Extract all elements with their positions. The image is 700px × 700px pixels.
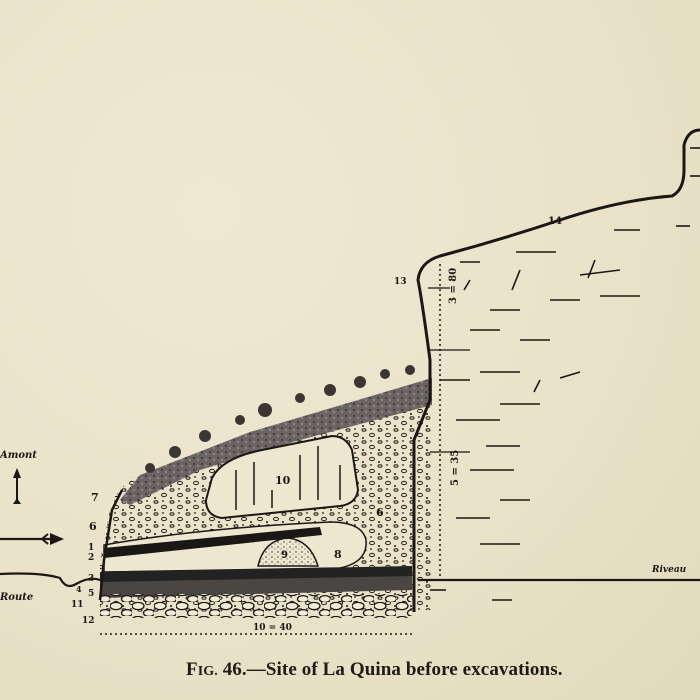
block-10-hatching: [235, 446, 341, 510]
shrubs: [145, 365, 415, 473]
caption-prefix: F: [186, 659, 198, 680]
layer-label-4: 4: [76, 584, 82, 594]
cobble-layer-12: [100, 594, 412, 618]
block-10: [204, 434, 360, 520]
layer-label-6: 6: [89, 520, 97, 533]
block-9: [257, 537, 320, 567]
cliff-outline: [412, 128, 700, 612]
layer-label-3: 3: [88, 574, 94, 584]
caption-number: 46.: [217, 659, 247, 680]
layer-label-7: 7: [91, 491, 99, 504]
caption-prefix-small: IG.: [197, 664, 218, 679]
layer-label-12: 12: [82, 616, 95, 626]
cliff-rock-hatching: [430, 147, 700, 601]
label-debris-6: 6: [376, 506, 384, 519]
width-measure: 10 = 40: [253, 623, 292, 633]
vegetation-layer: [120, 378, 432, 505]
upstream-arrow-icon: [13, 468, 21, 504]
flow-arrow-icon: [0, 533, 64, 545]
label-amont: Amont: [0, 450, 37, 461]
layer-label-5: 5: [88, 589, 94, 599]
slope-left-edge: [98, 489, 124, 601]
label-cliff-14: 14: [548, 216, 562, 227]
caption-text: —Site of La Quina before excavations.: [246, 659, 563, 680]
label-block-9: 9: [281, 550, 288, 561]
label-route: Route: [0, 592, 33, 603]
layer-label-1: 1: [88, 543, 94, 553]
height-measure-lower: 5 = 35: [450, 450, 461, 486]
label-riveau: Riveau: [651, 565, 687, 575]
label-cliff-13: 13: [394, 277, 407, 287]
layer-number-labels: 7 6 1 2 3 4 5 11 12: [71, 491, 99, 626]
dark-layer-2: [104, 527, 322, 558]
label-block-10: 10: [275, 474, 291, 487]
label-block-8: 8: [334, 548, 342, 561]
layer-label-11: 11: [71, 600, 84, 610]
figure-caption: FIG. 46.—Site of La Quina before excavat…: [186, 659, 563, 681]
layer-5: [100, 576, 412, 598]
height-measure-upper: 3 = 80: [448, 268, 459, 304]
road-line: [0, 572, 101, 588]
layer-label-2: 2: [88, 553, 94, 563]
